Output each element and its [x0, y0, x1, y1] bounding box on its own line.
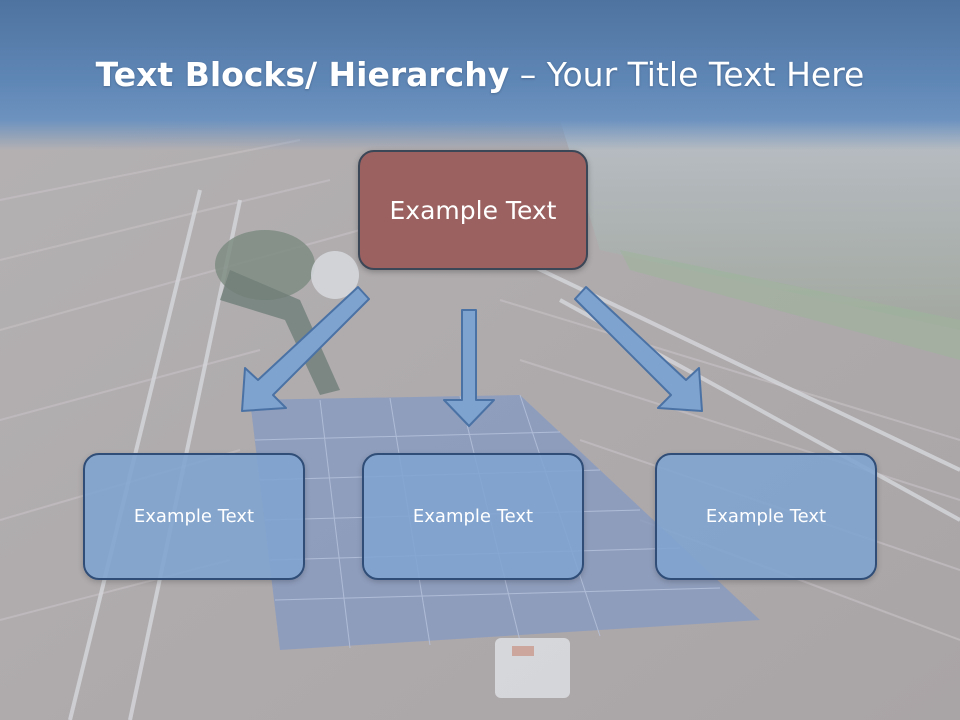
title-regular-part: – Your Title Text Here: [509, 55, 865, 94]
slide-title: Text Blocks/ Hierarchy – Your Title Text…: [0, 52, 960, 98]
child-text-block-left[interactable]: Example Text: [83, 453, 305, 580]
title-bold-part: Text Blocks/ Hierarchy: [95, 55, 510, 94]
arrow-left: [241, 286, 370, 412]
child-text-block-middle[interactable]: Example Text: [362, 453, 584, 580]
arrow-middle: [443, 309, 495, 427]
top-text-block[interactable]: Example Text: [358, 150, 588, 270]
title-band: [0, 0, 960, 150]
child-text-block-right[interactable]: Example Text: [655, 453, 877, 580]
arrow-right: [574, 286, 703, 412]
